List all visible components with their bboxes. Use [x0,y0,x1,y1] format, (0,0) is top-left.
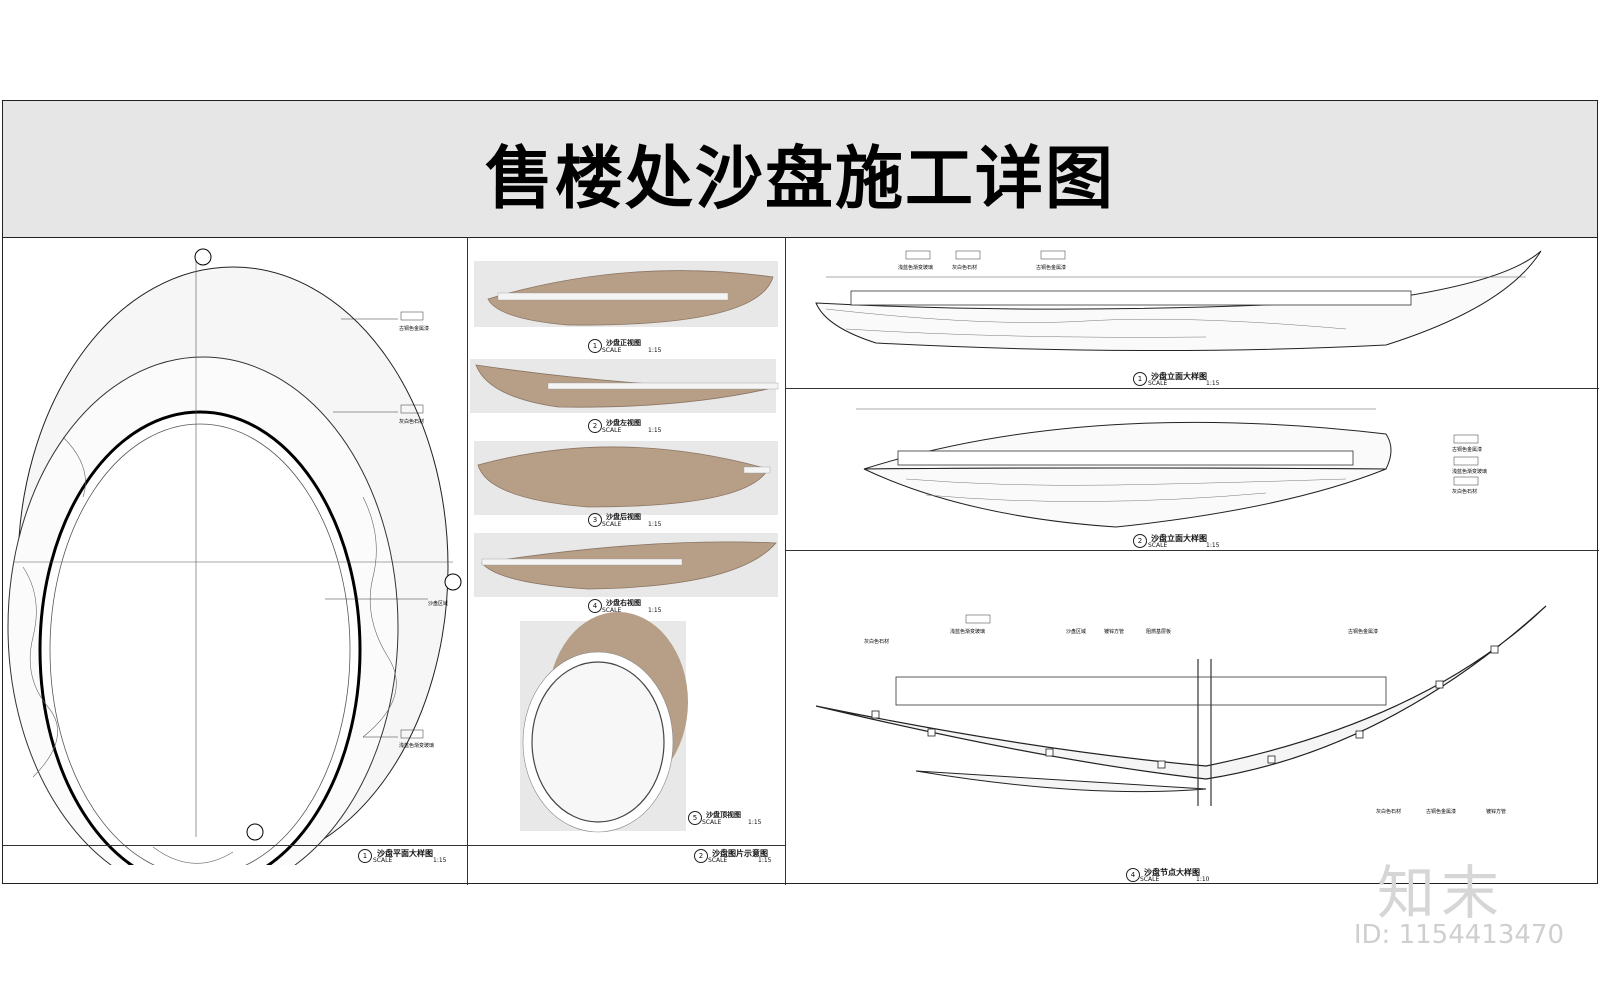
render-caption-back-num: 3 [588,513,602,527]
node-caption-name: 沙盘节点大样图 [1144,868,1200,877]
node-caption: 4 沙盘节点大样图 SCALE 1:10 [786,865,1599,885]
elevation-panel-1: 浅蓝色渐变玻璃 灰白色石材 古铜色金属漆 1 沙盘立面大样图 SCALE 1:1… [786,237,1599,389]
node-tag-3: 镀锌方管 [1104,628,1124,635]
render-caption-left-name: 沙盘左视图 [606,419,641,427]
render-caption-front-name: 沙盘正视图 [606,339,641,347]
elev2-caption-scale-label: SCALE [1148,542,1168,549]
drawing-sheet: 售楼处沙盘施工详图 古铜色金属漆 灰白色石材 沙盘区域 [2,100,1599,898]
render-caption-right-scale: 1:15 [648,607,662,614]
photos-caption-scale: 1:15 [758,857,772,864]
plan-panel: 古铜色金属漆 灰白色石材 沙盘区域 浅蓝色渐变玻璃 1 沙盘平面大样图 SCAL… [3,237,468,898]
elev2-caption-num: 2 [1133,534,1147,548]
plan-drawing: 古铜色金属漆 灰白色石材 沙盘区域 浅蓝色渐变玻璃 [7,248,462,898]
photos-caption: 2 沙盘图片示意图 SCALE 1:15 [468,845,785,866]
plan-tag-glass: 浅蓝色渐变玻璃 [399,742,434,749]
brand-watermark: 知末 [1376,859,1505,927]
elev1-caption-name: 沙盘立面大样图 [1151,372,1207,381]
render-caption-left-scale-label: SCALE [602,427,622,434]
node-tag-1: 浅蓝色渐变玻璃 [950,628,985,635]
plan-tag-bronze: 古铜色金属漆 [399,325,429,332]
render-caption-top-num: 5 [688,811,702,825]
elev2-tag-bronze: 古铜色金属漆 [1452,446,1482,453]
render-caption-right-scale-label: SCALE [602,607,622,614]
section-marker-top [194,248,212,266]
node-tag-6: 古铜色金属漆 [1348,628,1378,635]
elev2-caption-scale: 1:15 [1206,542,1220,549]
render-caption-back-name: 沙盘后视图 [606,513,641,521]
photos-caption-num: 2 [694,849,708,863]
render-caption-left: 2 沙盘左视图 SCALE 1:15 [588,417,708,435]
title-band: 售楼处沙盘施工详图 [3,101,1597,238]
plan-tag-stone: 灰白色石材 [399,418,424,425]
elevation-panel-2: 古铜色金属漆 浅蓝色渐变玻璃 灰白色石材 2 沙盘立面大样图 SCALE 1:1… [786,389,1599,551]
photos-panel: 1 沙盘正视图 SCALE 1:15 2 沙盘左视图 SCALE 1:15 3 … [468,237,786,885]
elev1-caption-scale-label: SCALE [1148,380,1168,387]
plan-caption-name: 沙盘平面大样图 [377,849,433,858]
render-caption-back: 3 沙盘后视图 SCALE 1:15 [588,511,708,529]
elev2-tag-glass: 浅蓝色渐变玻璃 [1452,468,1487,475]
node-panel: 浅蓝色渐变玻璃 沙盘区域 镀锌方管 阻燃基层板 灰白色石材 古铜色金属漆 灰白色… [786,551,1599,885]
render-caption-front: 1 沙盘正视图 SCALE 1:15 [588,337,708,355]
render-caption-front-num: 1 [588,339,602,353]
photos-caption-name: 沙盘图片示意图 [712,849,768,858]
render-caption-right-num: 4 [588,599,602,613]
plan-caption: 1 沙盘平面大样图 SCALE 1:15 [3,845,467,866]
render-caption-right: 4 沙盘右视图 SCALE 1:15 [588,597,708,615]
elev1-caption-scale: 1:15 [1206,380,1220,387]
render-caption-top-scale-label: SCALE [702,819,722,826]
photos-caption-scale-label: SCALE [708,857,728,864]
node-caption-scale-label: SCALE [1140,876,1160,883]
id-watermark: ID: 1154413470 [1353,920,1564,950]
render-caption-top-scale: 1:15 [748,819,762,826]
plan-caption-num: 1 [358,849,372,863]
node-caption-num: 4 [1126,868,1140,882]
elev1-caption-num: 1 [1133,372,1147,386]
elev1-tag-bronze: 古铜色金属漆 [1036,264,1066,271]
render-caption-top-name: 沙盘顶视图 [706,811,741,819]
render-caption-left-scale: 1:15 [648,427,662,434]
elev1-caption: 1 沙盘立面大样图 SCALE 1:15 [786,369,1599,389]
node-tag-7: 灰白色石材 [1376,808,1401,815]
node-caption-scale: 1:10 [1196,876,1210,883]
plan-caption-scale: 1:15 [433,857,447,864]
plan-tag-area: 沙盘区域 [428,600,448,607]
elev2-caption: 2 沙盘立面大样图 SCALE 1:15 [786,531,1599,551]
section-marker-right [444,573,462,591]
render-caption-right-name: 沙盘右视图 [606,599,641,607]
elev1-tag-glass: 浅蓝色渐变玻璃 [898,264,933,271]
page-title: 售楼处沙盘施工详图 [484,140,1115,219]
elev2-tag-stone: 灰白色石材 [1452,488,1477,495]
node-tag-4: 阻燃基层板 [1146,628,1171,635]
elev1-tag-stone: 灰白色石材 [952,264,977,271]
node-tag-9: 镀锌方管 [1486,808,1506,815]
render-caption-front-scale: 1:15 [648,347,662,354]
render-caption-back-scale: 1:15 [648,521,662,528]
render-caption-front-scale-label: SCALE [602,347,622,354]
render-caption-top: 5 沙盘顶视图 SCALE 1:15 [688,809,784,827]
render-caption-back-scale-label: SCALE [602,521,622,528]
node-tag-2: 沙盘区域 [1066,628,1086,635]
render-caption-left-num: 2 [588,419,602,433]
node-tag-5: 灰白色石材 [864,638,889,645]
elev2-caption-name: 沙盘立面大样图 [1151,534,1207,543]
section-marker-bottom [246,823,264,841]
render-stack [470,261,779,833]
plan-caption-scale-label: SCALE [373,857,393,864]
node-tag-8: 古铜色金属漆 [1426,808,1456,815]
